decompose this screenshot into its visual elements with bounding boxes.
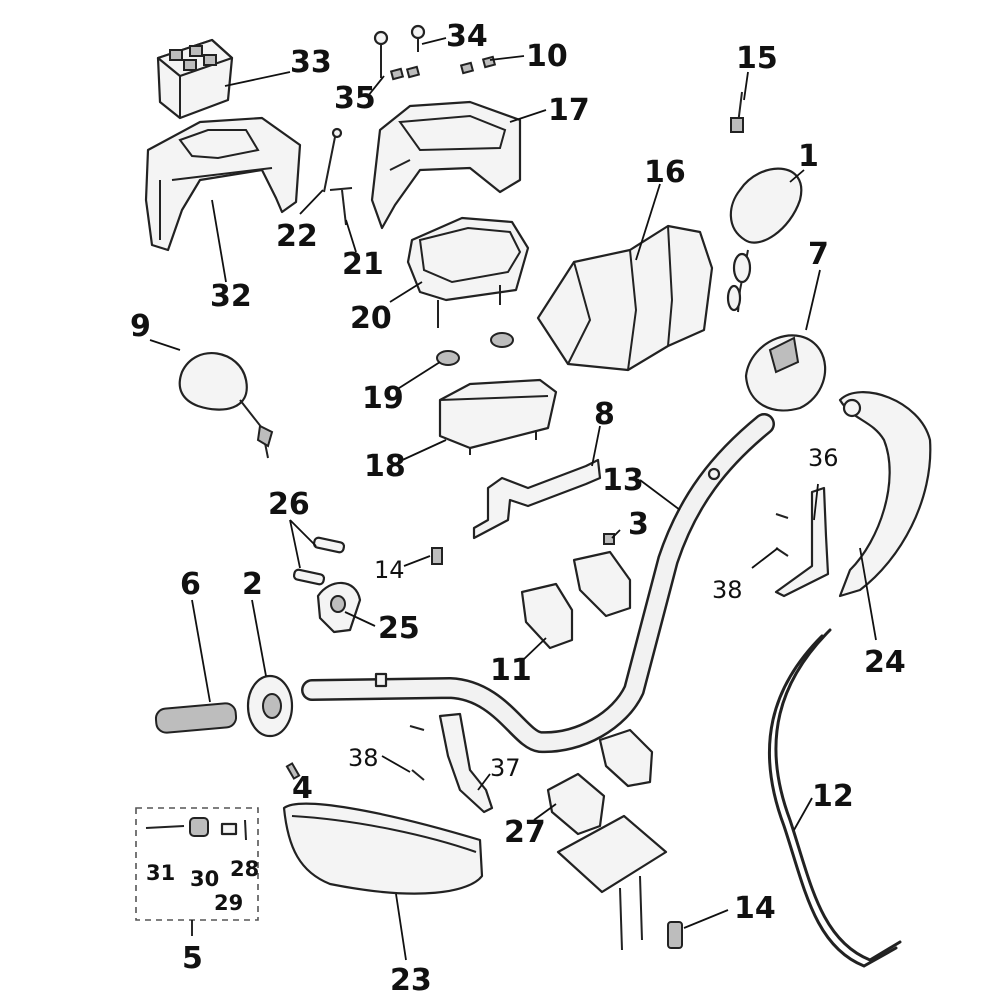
label-33: 33 — [290, 45, 332, 80]
label-18: 18 — [364, 449, 406, 484]
label-24: 24 — [864, 645, 906, 680]
part-14-fitting-lower — [667, 921, 683, 949]
label-14-lower: 14 — [734, 891, 776, 926]
part-7-right-switch — [744, 334, 827, 412]
part-20-meter — [406, 216, 530, 328]
label-3: 3 — [628, 507, 649, 542]
part-15-fitting — [730, 91, 744, 133]
label-6: 6 — [180, 567, 201, 602]
label-30: 30 — [190, 867, 219, 891]
label-34: 34 — [446, 19, 488, 54]
label-5: 5 — [182, 941, 203, 976]
part-36-bracket — [774, 486, 830, 598]
label-36: 36 — [808, 444, 839, 472]
label-4: 4 — [292, 771, 313, 806]
label-35: 35 — [334, 81, 376, 116]
part-35-screw — [373, 30, 389, 78]
label-19: 19 — [362, 381, 404, 416]
label-27: 27 — [504, 815, 546, 850]
part-26-bolts — [292, 536, 346, 586]
label-26: 26 — [268, 487, 310, 522]
label-25: 25 — [378, 611, 420, 646]
label-8: 8 — [594, 397, 615, 432]
part-8-bracket — [472, 458, 602, 540]
label-7: 7 — [808, 237, 829, 272]
label-20: 20 — [350, 301, 392, 336]
label-31: 31 — [146, 861, 175, 885]
label-21: 21 — [342, 247, 384, 282]
part-11-clamps — [520, 550, 632, 650]
part-6-grip — [154, 702, 238, 734]
label-15: 15 — [736, 41, 778, 76]
label-10: 10 — [526, 39, 568, 74]
label-14-upper: 14 — [374, 556, 405, 584]
part-18-meter-housing — [438, 378, 558, 455]
part-2-throttle-housing — [246, 674, 294, 738]
part-37-bracket — [438, 712, 494, 814]
part-17-upper-cover — [370, 100, 522, 230]
label-16: 16 — [644, 155, 686, 190]
part-3-bolt — [603, 533, 615, 545]
label-28: 28 — [230, 857, 259, 881]
label-11: 11 — [490, 653, 532, 688]
part-1-right-mirror — [726, 167, 803, 313]
label-1: 1 — [798, 139, 819, 174]
label-22: 22 — [276, 219, 318, 254]
label-12: 12 — [812, 779, 854, 814]
label-38-left: 38 — [348, 744, 379, 772]
part-4-screw — [285, 762, 301, 780]
part-5-kit — [135, 807, 259, 921]
part-12-cable — [767, 628, 902, 968]
part-34-screw — [410, 24, 426, 52]
part-32-lower-cover — [144, 116, 302, 252]
part-labels: 33 35 34 10 17 15 16 1 7 22 21 32 20 9 1… — [130, 19, 906, 998]
part-33-switch-block — [156, 38, 234, 120]
part-38-screws — [409, 513, 789, 781]
leader-lines — [149, 37, 877, 961]
label-32: 32 — [210, 279, 252, 314]
part-24-handguard — [838, 391, 932, 598]
part-13-handlebar — [301, 413, 775, 754]
label-29: 29 — [214, 891, 243, 915]
label-17: 17 — [548, 93, 590, 128]
part-16-handle-guard — [536, 224, 714, 372]
label-38-right: 38 — [712, 576, 743, 604]
label-23: 23 — [390, 963, 432, 998]
label-9: 9 — [130, 309, 151, 344]
part-9-left-mirror — [178, 352, 274, 459]
part-14-fitting-upper — [431, 547, 443, 565]
label-2: 2 — [242, 567, 263, 602]
part-10-nuts — [389, 55, 497, 81]
part-27-lower-clamps — [546, 728, 668, 951]
part-19-grommets — [436, 332, 514, 366]
part-21-bolt — [329, 187, 353, 226]
part-23-pad — [282, 802, 484, 895]
label-37: 37 — [490, 754, 521, 782]
label-13: 13 — [602, 463, 644, 498]
part-22-screw — [323, 127, 343, 193]
part-25-clamp — [316, 581, 362, 634]
